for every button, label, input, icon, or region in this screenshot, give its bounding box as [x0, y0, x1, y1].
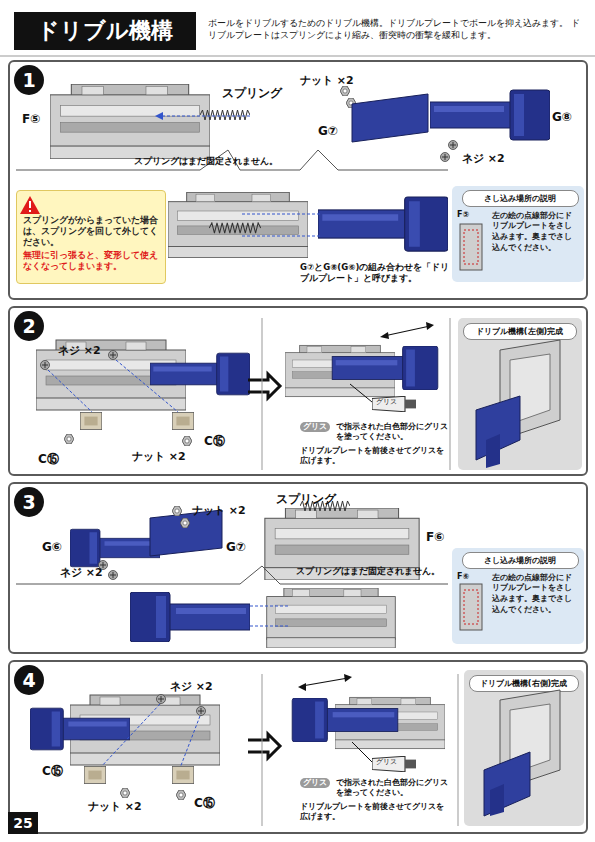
part-number: C⑮ [42, 764, 63, 779]
part-number: C⑮ [194, 796, 215, 811]
part-number: F⑤ [457, 210, 469, 220]
part-count: ナット ×2 [88, 800, 142, 814]
note: ドリブルプレートを前後させてグリスを広げます。 [300, 446, 450, 466]
step-number: 4 [14, 665, 44, 695]
part-number: G⑦ [226, 540, 246, 555]
warning-alert: 無理に引っ張ると、変形して使えなくなってしまいます。 [23, 250, 159, 272]
completion-box: ドリブル機構(右側)完成 [464, 670, 584, 826]
description: ボールをドリブルするためのドリブル機構。ドリブルプレートでボールを抑え込みます。… [208, 18, 586, 41]
part-number: G⑦ [318, 124, 338, 139]
note: スプリングはまだ固定されません。 [296, 566, 440, 578]
box-heading: さし込み場所の説明 [462, 190, 579, 207]
part-number: C⑮ [38, 452, 59, 467]
part-number: C⑮ [204, 434, 225, 449]
part-name: スプリング [222, 86, 282, 101]
box-body: 左の絵の点線部分にドリブルプレートをさし込みます。奥までさし込んでください。 [492, 211, 579, 254]
tube-label: グリス [376, 758, 397, 766]
tube-label: グリス [376, 398, 397, 406]
step-number: 2 [14, 311, 44, 341]
insertion-note-box: さし込み場所の説明左の絵の点線部分にドリブルプレートをさし込みます。奥までさし込… [452, 186, 584, 282]
part-number: G⑥ [42, 540, 62, 555]
note: G⑦とG⑧(G⑥)の組み合わせを「ドリブルプレート」と呼びます。 [300, 262, 450, 284]
part-count: ネジ ×2 [60, 566, 103, 580]
note: スプリングはまだ固定されません。 [134, 156, 278, 168]
part-count: ナット ×2 [132, 450, 186, 464]
part-name: スプリング [276, 492, 336, 507]
box-heading: ドリブル機構(左側)完成 [463, 323, 577, 340]
part-number: G⑧ [552, 110, 572, 125]
part-count: ネジ ×2 [462, 152, 505, 166]
warning-box: スプリングがからまっていた場合は、スプリングを回して外してください。無理に引っ張… [16, 190, 166, 284]
note: ドリブルプレートを前後させてグリスを広げます。 [300, 802, 450, 822]
step-number: 3 [14, 487, 44, 517]
part-number: F⑥ [426, 530, 444, 545]
completion-box: ドリブル機構(左側)完成 [458, 318, 582, 470]
part-count: ナット ×2 [300, 74, 354, 88]
grease-icon: グリス [300, 778, 330, 788]
part-count: ネジ ×2 [170, 680, 213, 694]
step-panel: 2 ドリブル機構(左側)完成 [8, 306, 588, 476]
box-heading: さし込み場所の説明 [462, 552, 579, 569]
grease-icon: グリス [300, 422, 330, 432]
page-number: 25 [8, 812, 38, 834]
box-body: 左の絵の点線部分にドリブルプレートをさし込みます。奥までさし込んでください。 [492, 573, 579, 616]
step-number: 1 [14, 65, 44, 95]
insertion-note-box: さし込み場所の説明左の絵の点線部分にドリブルプレートをさし込みます。奥までさし込… [452, 548, 584, 644]
page-title: ドリブル機構 [14, 12, 196, 50]
part-number: F⑥ [457, 572, 469, 582]
part-count: ネジ ×2 [58, 344, 101, 358]
part-number: F⑤ [22, 112, 40, 127]
step-panel: 1 スプリングがからまっていた場合は、スプリングを回して外してください。無理に引っ… [8, 60, 588, 300]
note: で指示された白色部分にグリスを塗ってください。 [336, 422, 448, 442]
part-count: ナット ×2 [192, 504, 246, 518]
warning-text: スプリングがからまっていた場合は、スプリングを回して外してください。 [23, 215, 159, 248]
box-heading: ドリブル機構(右側)完成 [469, 675, 579, 692]
note: で指示された白色部分にグリスを塗ってください。 [336, 778, 448, 798]
